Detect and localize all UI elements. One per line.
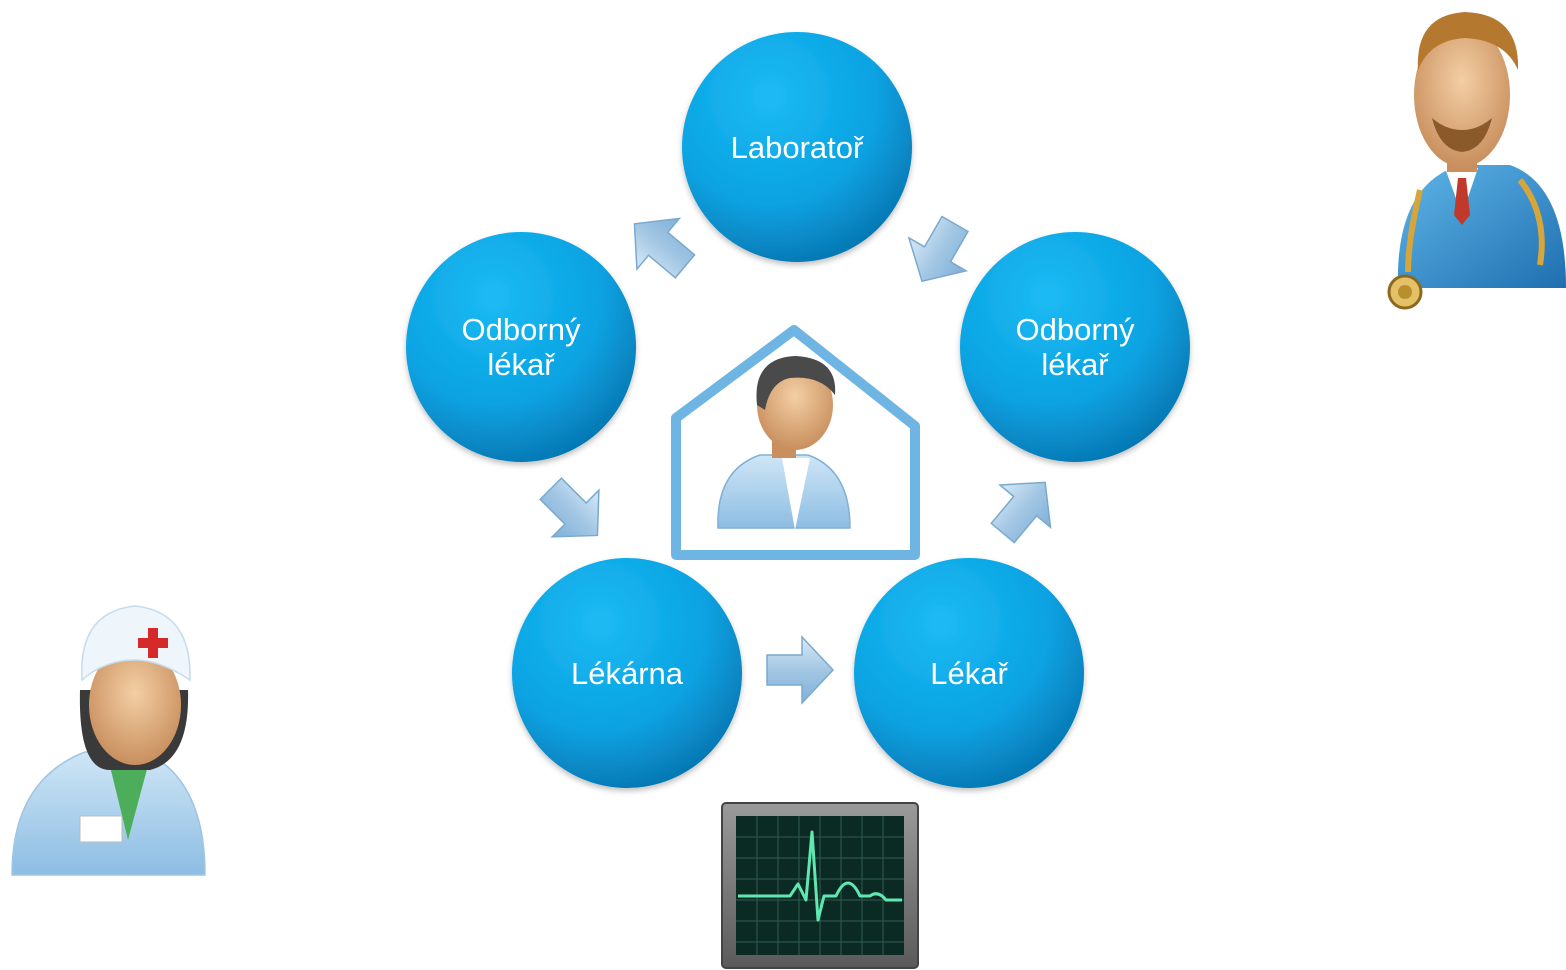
node-doctor: Lékař	[854, 558, 1084, 788]
nurse-icon	[11, 605, 206, 876]
node-laboratory: Laboratoř	[682, 32, 912, 262]
node-specialist-right: Odborný lékař	[960, 232, 1190, 462]
arrow-laboratory-to-specialist-left	[612, 197, 707, 293]
node-label: lékař	[1041, 347, 1109, 382]
node-circle	[960, 232, 1190, 462]
node-label: Lékař	[930, 656, 1008, 691]
node-circle	[682, 32, 912, 262]
doctor-icon	[1387, 12, 1566, 310]
node-label: lékař	[487, 347, 555, 382]
node-pharmacy: Lékárna	[512, 558, 742, 788]
patient-at-home-icon	[671, 325, 920, 560]
node-label: Lékárna	[571, 656, 684, 691]
arrow-pharmacy-to-doctor	[766, 636, 834, 704]
arrow-specialist-right-to-laboratory	[892, 206, 985, 299]
node-label: Odborný	[462, 312, 581, 347]
node-circle	[406, 232, 636, 462]
node-circle	[512, 558, 742, 788]
node-specialist-left: Odborný lékař	[406, 232, 636, 462]
arrow-specialist-left-to-pharmacy	[526, 464, 622, 560]
node-label: Odborný	[1016, 312, 1135, 347]
arrow-doctor-to-specialist-right	[976, 460, 1072, 555]
heart-monitor-icon	[721, 802, 919, 969]
node-circle	[854, 558, 1084, 788]
node-label: Laboratoř	[731, 130, 864, 165]
